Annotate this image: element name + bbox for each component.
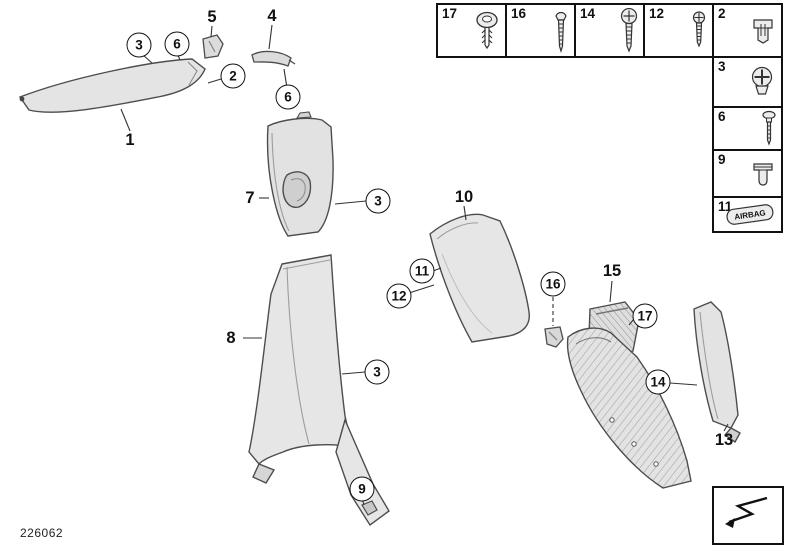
callout-3b[interactable]: 3 bbox=[365, 188, 391, 214]
callout-14[interactable]: 14 bbox=[645, 369, 671, 395]
callout-11[interactable]: 11 bbox=[409, 258, 435, 284]
callout-2[interactable]: 2 bbox=[220, 63, 246, 89]
callout-6[interactable]: 6 bbox=[164, 31, 190, 57]
part-clip-16[interactable] bbox=[544, 326, 564, 348]
part-label-13[interactable]: 13 bbox=[714, 430, 734, 449]
fastener-cell-11[interactable]: 11 AIRBAG bbox=[713, 197, 782, 232]
callout-3[interactable]: 3 bbox=[126, 32, 152, 58]
part-b-pillar-upper-trim[interactable] bbox=[266, 111, 334, 237]
fastener-cell-16[interactable]: 16 bbox=[506, 4, 575, 57]
fastener-cell-12[interactable]: 12 bbox=[644, 4, 713, 57]
orientation-box bbox=[712, 486, 784, 545]
part-a-pillar-trim[interactable] bbox=[18, 58, 206, 113]
callout-12[interactable]: 12 bbox=[386, 283, 412, 309]
grommet-icon bbox=[751, 66, 773, 95]
part-label-1[interactable]: 1 bbox=[125, 130, 135, 149]
oval-head-screw-icon bbox=[555, 11, 567, 53]
fastener-cell-9[interactable]: 9 bbox=[713, 150, 782, 197]
clamp-bracket-icon bbox=[753, 162, 773, 186]
spring-clip-icon bbox=[753, 18, 773, 44]
fastener-num: 2 bbox=[718, 6, 726, 21]
fastener-cell-6[interactable]: 6 bbox=[713, 107, 782, 150]
part-label-10[interactable]: 10 bbox=[454, 187, 474, 206]
airbag-emblem-icon: AIRBAG bbox=[726, 203, 774, 225]
callout-16[interactable]: 16 bbox=[540, 271, 566, 297]
expanding-pin-icon bbox=[762, 110, 776, 146]
callout-6b[interactable]: 6 bbox=[275, 84, 301, 110]
part-side-trim-panel[interactable] bbox=[566, 327, 692, 489]
part-small-cover-4[interactable] bbox=[251, 50, 296, 67]
part-label-7[interactable]: 7 bbox=[245, 188, 255, 207]
callout-9[interactable]: 9 bbox=[349, 476, 375, 502]
fastener-cell-3[interactable]: 3 bbox=[713, 57, 782, 107]
airbag-text: AIRBAG bbox=[734, 208, 767, 221]
part-side-bracket-13[interactable] bbox=[693, 301, 741, 444]
part-label-5[interactable]: 5 bbox=[207, 7, 217, 26]
fastener-num: 16 bbox=[511, 6, 527, 21]
fastener-cell-2[interactable]: 2 bbox=[713, 4, 782, 57]
fastener-cell-17[interactable]: 17 bbox=[437, 4, 506, 57]
fastener-table-grid bbox=[436, 3, 783, 233]
callout-3c[interactable]: 3 bbox=[364, 359, 390, 385]
part-small-bracket-5[interactable] bbox=[202, 34, 224, 59]
zigzag-arrow-icon bbox=[728, 496, 768, 524]
fastener-num: 14 bbox=[580, 6, 596, 21]
part-c-pillar-trim[interactable] bbox=[429, 213, 530, 343]
part-label-8[interactable]: 8 bbox=[226, 328, 236, 347]
expanding-rivet-icon bbox=[476, 11, 498, 49]
fastener-num: 11 bbox=[718, 199, 733, 214]
fastener-num: 12 bbox=[649, 6, 665, 21]
part-label-4[interactable]: 4 bbox=[267, 6, 277, 25]
callout-17[interactable]: 17 bbox=[632, 303, 658, 329]
part-b-pillar-lower-trim[interactable] bbox=[248, 254, 390, 527]
fastener-num: 9 bbox=[718, 152, 726, 167]
part-label-15[interactable]: 15 bbox=[602, 261, 622, 280]
fastener-num: 3 bbox=[718, 59, 726, 74]
fastener-cell-14[interactable]: 14 bbox=[575, 4, 644, 57]
doc-number: 226062 bbox=[20, 526, 64, 540]
fastener-num: 17 bbox=[442, 6, 458, 21]
pan-head-screw-icon bbox=[620, 7, 638, 53]
fillister-head-screw-icon bbox=[692, 10, 706, 48]
fastener-num: 6 bbox=[718, 109, 726, 124]
